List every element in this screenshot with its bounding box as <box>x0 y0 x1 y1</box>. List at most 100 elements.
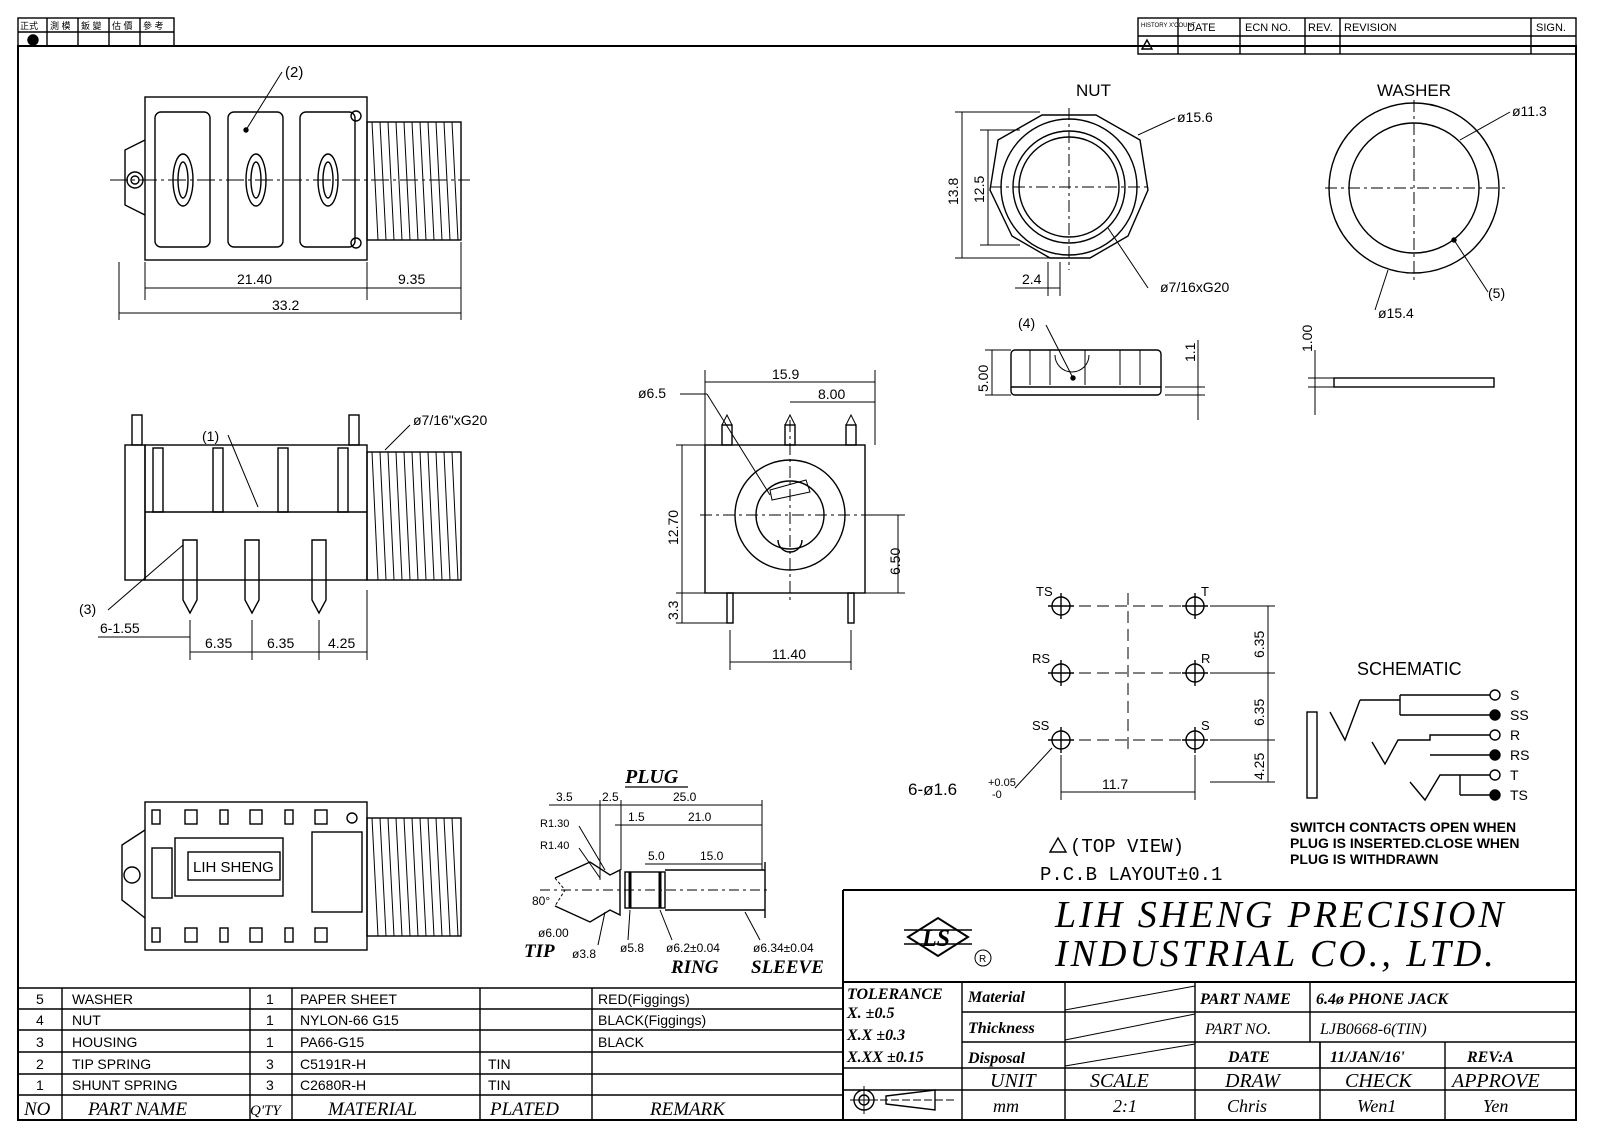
code-4: 參 考 <box>143 20 164 31</box>
bom-cell: NYLON-66 G15 <box>300 1012 399 1028</box>
callout-1: (1) <box>202 428 219 444</box>
washer-view: WASHER ø11.3 (5) ø15.4 1.00 <box>1299 81 1547 415</box>
plug-dim-1-5: 1.5 <box>628 810 645 824</box>
bom-h-remark: REMARK <box>649 1099 726 1120</box>
projection-symbol-icon <box>850 1086 955 1114</box>
bom-h-no: NO <box>23 1099 51 1120</box>
draw-label: DRAW <box>1224 1070 1282 1092</box>
history-label: HISTORY X'COUNT <box>1141 23 1196 29</box>
bom-cell: 3 <box>266 1056 274 1072</box>
bom-cell: 1 <box>266 1012 274 1028</box>
code-1: 測 模 <box>50 20 71 31</box>
plug-dim-25: 25.0 <box>673 790 697 804</box>
nut-dim-1-1: 1.1 <box>1182 342 1198 362</box>
pcb-layout: TS T RS R SS S 6.35 6.35 4.25 11.7 6-ø1.… <box>908 584 1275 886</box>
housing-label-box <box>187 851 281 881</box>
col-ecn: ECN NO. <box>1245 22 1291 34</box>
pin-s: S <box>1201 718 1210 733</box>
rev-value: REV:A <box>1466 1049 1514 1066</box>
code-0: 正式 <box>20 20 38 31</box>
nut-dim-2-4: 2.4 <box>1022 271 1042 287</box>
thread-spec: ø7/16"xG20 <box>413 412 487 428</box>
bottom-view: LIH SHENG <box>121 801 462 951</box>
bom-cell: BLACK <box>598 1034 645 1050</box>
bom-h-part-name: PART NAME <box>87 1099 187 1120</box>
plug-dim-5: 5.0 <box>648 849 665 863</box>
stage-code-boxes: 正式 測 模 鈑 變 估 價 參 考 <box>17 17 175 47</box>
front-view: 6-1.55 6.35 6.35 4.25 (1) (3) ø7/16"xG20 <box>79 412 487 660</box>
plug-dim-6-2: ø6.2±0.04 <box>666 941 720 955</box>
bom-cell: 3 <box>266 1077 274 1093</box>
pcb-caption-layout: P.C.B LAYOUT±0.1 <box>1040 864 1222 886</box>
housing-label: LIH SHENG <box>193 859 274 876</box>
dim-3-3: 3.3 <box>665 600 681 620</box>
nut-thread: ø7/16xG20 <box>1160 279 1229 295</box>
tol-x: X. ±0.5 <box>846 1005 894 1022</box>
dim-9-35: 9.35 <box>398 271 425 287</box>
bom-h-plated: PLATED <box>489 1099 559 1120</box>
col-sign: SIGN. <box>1536 22 1566 34</box>
bom-cell: PAPER SHEET <box>300 991 397 1007</box>
dim-pin-width: 6-1.55 <box>100 620 140 636</box>
plug-dim-6-34: ø6.34±0.04 <box>753 941 814 955</box>
nut-dim-5-00: 5.00 <box>975 365 991 392</box>
bom-cell: C5191R-H <box>300 1056 366 1072</box>
side-view: 21.40 9.35 33.2 (2) <box>110 64 470 320</box>
bom-cell: C2680R-H <box>300 1077 366 1093</box>
pcb-dim-width: 11.7 <box>1102 776 1128 792</box>
term-r: R <box>1510 727 1520 743</box>
pcb-dim-3: 4.25 <box>1251 753 1267 780</box>
approve-label: APPROVE <box>1450 1070 1540 1092</box>
bom-cell: BLACK(Figgings) <box>598 1012 706 1028</box>
dim-33-2: 33.2 <box>272 297 299 313</box>
pcb-holes <box>1048 593 1208 753</box>
bom-cell: TIN <box>488 1077 511 1093</box>
end-view: 15.9 8.00 12.70 3.3 6.50 11.40 ø6.5 <box>638 366 905 670</box>
nut-view: NUT 13.8 12.5 2.4 ø15.6 ø7/16xG20 (4) <box>945 81 1229 420</box>
check-label: CHECK <box>1345 1070 1413 1092</box>
switch-note-1: SWITCH CONTACTS OPEN WHEN <box>1290 819 1516 835</box>
washer-dim-thickness: 1.00 <box>1299 325 1315 352</box>
term-ss: SS <box>1510 707 1529 723</box>
dim-12-70: 12.70 <box>665 510 681 545</box>
dim-15-9: 15.9 <box>772 366 799 382</box>
part-no-label: PART NO. <box>1204 1021 1271 1038</box>
plug-dim-6-00: ø6.00 <box>538 926 569 940</box>
scale-value: 2:1 <box>1113 1096 1137 1116</box>
callout-3: (3) <box>79 601 96 617</box>
part-name-label: PART NAME <box>1199 991 1291 1008</box>
bom-cell: PA66-G15 <box>300 1034 365 1050</box>
part-name-value: 6.4ø PHONE JACK <box>1316 991 1449 1008</box>
title-block: TOLERANCE X. ±0.5 X.X ±0.3 X.XX ±0.15 Ma… <box>842 981 1576 1120</box>
code-3: 估 價 <box>112 20 133 31</box>
dim-11-40: 11.40 <box>772 646 806 662</box>
pin-ts: TS <box>1036 584 1053 599</box>
unit-label: UNIT <box>990 1070 1037 1092</box>
part-no-value: LJB0668-6(TIN) <box>1319 1021 1427 1038</box>
nut-dim-outer: ø15.6 <box>1177 109 1213 125</box>
washer-dim-inner: ø11.3 <box>1512 103 1547 119</box>
plug-dim-80deg: 80° <box>532 894 550 908</box>
thickness-label: Thickness <box>968 1020 1035 1037</box>
company-block: LS R LIH SHENG PRECISION INDUSTRIAL CO.,… <box>842 889 1576 982</box>
nut-title: NUT <box>1076 81 1111 100</box>
plug-dim-5-8: ø5.8 <box>620 941 644 955</box>
revision-header: HISTORY X'COUNT DATE ECN NO. REV. REVISI… <box>1137 17 1577 55</box>
filled-dot-icon <box>27 34 39 46</box>
plug-dim-r140: R1.40 <box>540 840 569 852</box>
bom-cell: 5 <box>36 991 44 1007</box>
pin-rs: RS <box>1032 651 1050 666</box>
plug-dim-2-5: 2.5 <box>602 790 619 804</box>
scale-label: SCALE <box>1090 1070 1149 1092</box>
term-ts: TS <box>1510 787 1528 803</box>
col-rev: REV. <box>1308 22 1333 34</box>
callout-2: (2) <box>285 64 303 81</box>
check-value: Wen1 <box>1357 1096 1396 1116</box>
label-tip: TIP <box>524 941 555 962</box>
bom-cell: WASHER <box>72 991 133 1007</box>
term-s: S <box>1510 687 1519 703</box>
col-revision: REVISION <box>1344 22 1397 34</box>
bom-header: NO PART NAME Q'TY MATERIAL PLATED REMARK <box>23 1099 726 1120</box>
plug-dim-15: 15.0 <box>700 849 724 863</box>
bom-cell: 1 <box>36 1077 44 1093</box>
